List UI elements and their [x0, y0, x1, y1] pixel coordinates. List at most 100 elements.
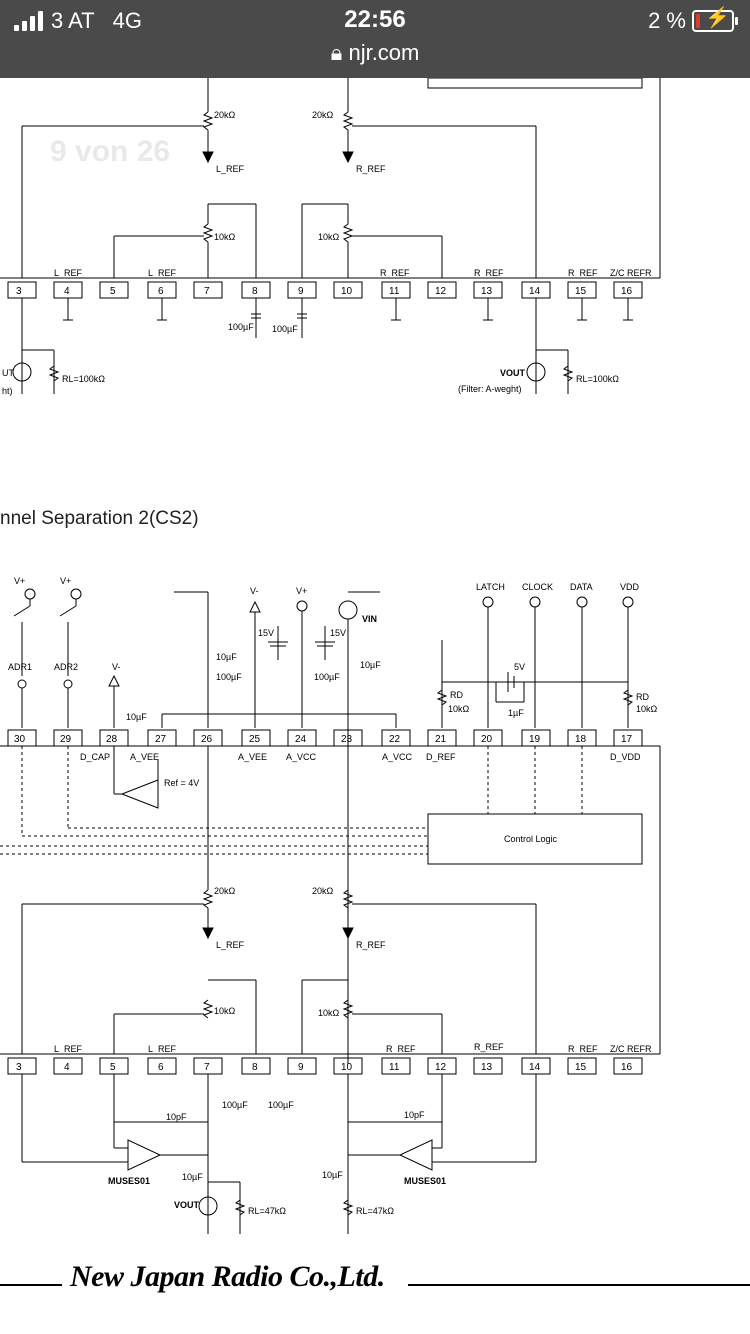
top-pot-label-1: 20kΩ	[214, 110, 236, 120]
low-cap-10p-1: 10pF	[166, 1112, 187, 1122]
supply-vplus-1: V+	[14, 576, 25, 586]
low-cap-10p-2: 10pF	[404, 1110, 425, 1120]
bottom-pin-row-top	[7, 729, 643, 747]
label-a-vcc-1: A_VCC	[286, 752, 317, 762]
vin-label: VIN	[362, 614, 377, 624]
network-label: 4G	[112, 8, 142, 33]
low-pin-5: 5	[110, 1062, 116, 1073]
bottom-pin-row-low	[7, 1057, 643, 1075]
top-ref-right: R_REF	[356, 164, 386, 174]
low-pin-8: 8	[252, 1062, 258, 1073]
adr2-label: ADR2	[54, 662, 78, 672]
label-d-cap: D_CAP	[80, 752, 110, 762]
top-pin-12: 12	[435, 286, 447, 297]
pot-10k-1: 10kΩ	[214, 1006, 236, 1016]
opamp-left-icon	[127, 1139, 162, 1171]
top-cap-1: 100µF	[228, 322, 254, 332]
top-pin-label-4: R_REF	[474, 268, 504, 278]
pot-10k-2: 10kΩ	[318, 1008, 340, 1018]
opamp-right-label: MUSES01	[404, 1176, 446, 1186]
top-pin-label-5: R_REF	[568, 268, 598, 278]
voltmeter-icon	[12, 362, 32, 382]
volt-5: 5V	[514, 662, 525, 672]
top-load-right: RL=100kΩ	[576, 374, 619, 384]
bottom-ref-left: L_REF	[216, 940, 245, 950]
low-pin-3: 3	[16, 1062, 22, 1073]
top-cap-2: 100µF	[272, 324, 298, 334]
supply-vminus-2: V-	[250, 586, 259, 596]
low-pin-10: 10	[341, 1062, 353, 1073]
address-switches	[13, 588, 82, 728]
low-pin-4: 4	[64, 1062, 70, 1073]
status-bar: 3 AT 4G 22:56 🔒︎ njr.com 2 % ⚡	[0, 0, 750, 78]
carrier-label: 3 AT	[51, 8, 95, 33]
lock-icon: 🔒︎	[330, 40, 349, 65]
pin-17: 17	[621, 734, 633, 745]
supply-vplus-2: V+	[60, 576, 71, 586]
top-vout-left: UT	[2, 368, 14, 378]
top-pin-16: 16	[621, 286, 633, 297]
low-cap-100u-2: 100µF	[268, 1100, 294, 1110]
cap-10u-2: 10µF	[360, 660, 381, 670]
top-pin-6: 6	[158, 286, 164, 297]
volt-15-2: 15V	[330, 628, 346, 638]
signal-latch: LATCH	[476, 582, 505, 592]
low-pin-6: 6	[158, 1062, 164, 1073]
vin-source-icon	[338, 600, 358, 620]
status-right: 2 % ⚡	[648, 8, 738, 34]
rd-right-value: 10kΩ	[636, 704, 658, 714]
adr1-label: ADR1	[8, 662, 32, 672]
top-pin-11: 11	[389, 286, 400, 297]
cap-1u: 1µF	[508, 708, 524, 718]
low-pin-15: 15	[575, 1062, 587, 1073]
signal-clock: CLOCK	[522, 582, 553, 592]
top-pin-row	[7, 281, 643, 299]
ref-voltage: Ref = 4V	[164, 778, 199, 788]
logo-rule-right	[408, 1284, 750, 1286]
top-vout-left-note: ht)	[2, 386, 13, 396]
status-left: 3 AT 4G	[14, 8, 142, 34]
rd-right: RD	[636, 692, 649, 702]
pin-18: 18	[575, 734, 587, 745]
pin-24: 24	[295, 734, 307, 745]
page-counter: 9 von 26	[50, 135, 171, 168]
low-cap-10u-1: 10µF	[182, 1172, 203, 1182]
low-pin-16: 16	[621, 1062, 633, 1073]
low-pin-14: 14	[529, 1062, 541, 1073]
label-a-vcc-2: A_VCC	[382, 752, 413, 762]
opamp-right-icon	[398, 1139, 433, 1171]
low-pin-label-6: Z/C REFR	[610, 1044, 652, 1054]
label-d-vdd: D_VDD	[610, 752, 641, 762]
low-pin-label-5: R_REF	[568, 1044, 598, 1054]
pin-22: 22	[389, 734, 401, 745]
opamp-left-label: MUSES01	[108, 1176, 150, 1186]
address-bar[interactable]: 🔒︎ njr.com	[0, 40, 750, 66]
signal-vdd: VDD	[620, 582, 640, 592]
signal-icon	[14, 11, 43, 31]
top-pin-13: 13	[481, 286, 493, 297]
label-a-vee-1: A_VEE	[130, 752, 159, 762]
top-vout-right: VOUT	[500, 368, 526, 378]
low-pin-7: 7	[204, 1062, 210, 1073]
top-pin-5: 5	[110, 286, 116, 297]
top-pin-label-6: Z/C REFR	[610, 268, 652, 278]
top-pin-3: 3	[16, 286, 22, 297]
control-logic-box	[427, 813, 643, 865]
top-pin-4: 4	[64, 286, 70, 297]
top-pin-14: 14	[529, 286, 541, 297]
cap-100u-1: 100µF	[216, 672, 242, 682]
low-cap-10u-2: 10µF	[322, 1170, 343, 1180]
control-logic-label: Control Logic	[504, 834, 558, 844]
pin-30: 30	[14, 734, 26, 745]
top-pin-label-1: L_REF	[54, 268, 83, 278]
volt-15-1: 15V	[258, 628, 274, 638]
top-load-left: RL=100kΩ	[62, 374, 105, 384]
pin-21: 21	[435, 734, 447, 745]
url-text: njr.com	[348, 40, 420, 65]
schematic-diagram: 20kΩ 20kΩ 10kΩ 10kΩ L_REF R_REF L_REF L_…	[0, 78, 661, 1234]
voltmeter-bottom-icon	[198, 1196, 218, 1216]
battery-percent: 2 %	[648, 8, 686, 33]
rd-left: RD	[450, 690, 463, 700]
top-pin-9: 9	[298, 286, 304, 297]
pin-27: 27	[155, 734, 167, 745]
